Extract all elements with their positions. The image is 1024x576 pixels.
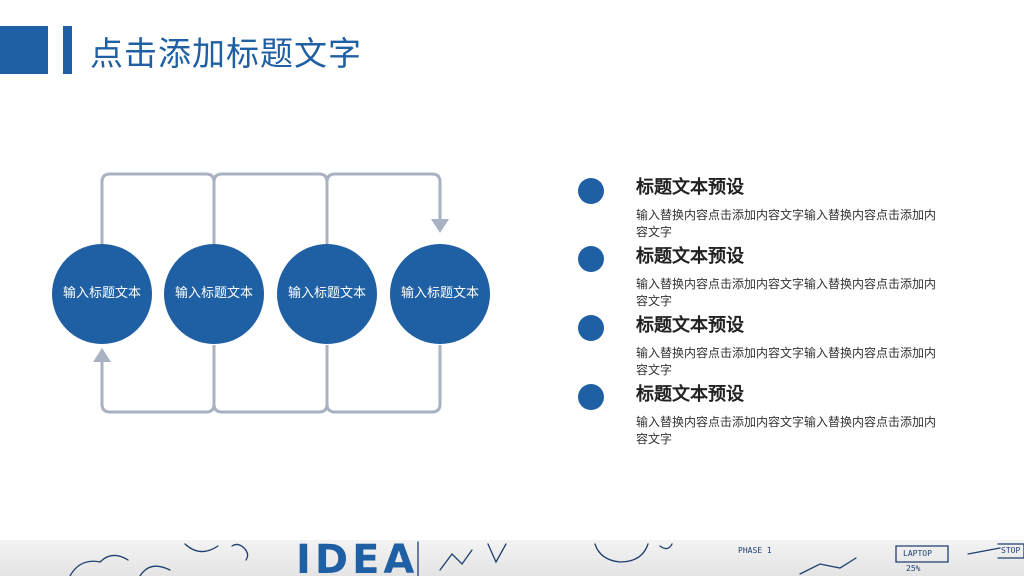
item-title-1[interactable]: 标题文本预设 [636, 177, 744, 197]
item-desc-4[interactable]: 输入替换内容点击添加内容文字输入替换内容点击添加内容文字 [636, 415, 937, 446]
footer-stop-text: STOP [1001, 546, 1021, 555]
item-title-4[interactable]: 标题文本预设 [636, 384, 744, 404]
connector-top-1 [100, 172, 216, 245]
node-circle-4 [390, 244, 490, 344]
page-title[interactable]: 点击添加标题文字 [90, 35, 362, 72]
node-label-1[interactable]: 输入标题文本 [62, 285, 141, 300]
footer-doodle-strip: IDEA PHASE 1 LAPTOP 25% STOP [0, 540, 1024, 576]
connector-bottom-3 [325, 345, 442, 414]
arrow-down-icon [431, 219, 449, 233]
item-bullet-3 [578, 315, 604, 341]
node-circle-1 [52, 244, 152, 344]
item-desc-3[interactable]: 输入替换内容点击添加内容文字输入替换内容点击添加内容文字 [636, 346, 937, 377]
doodle-sketch-icon [69, 541, 1024, 576]
node-label-2[interactable]: 输入标题文本 [174, 285, 253, 300]
footer-percent-text: 25% [906, 564, 921, 573]
node-circle-3 [277, 244, 377, 344]
connector-top-3 [325, 172, 442, 245]
item-desc-2[interactable]: 输入替换内容点击添加内容文字输入替换内容点击添加内容文字 [636, 277, 937, 308]
item-bullet-4 [578, 384, 604, 410]
header-accent-bar [63, 26, 72, 74]
footer-idea-word: IDEA [296, 540, 419, 576]
header-accent-block [0, 26, 48, 74]
connector-top-2 [212, 172, 329, 245]
connector-bottom-1 [100, 345, 216, 414]
node-label-4[interactable]: 输入标题文本 [400, 285, 479, 300]
item-title-3[interactable]: 标题文本预设 [636, 315, 744, 335]
node-circle-2 [164, 244, 264, 344]
item-title-2[interactable]: 标题文本预设 [636, 246, 744, 266]
item-bullet-2 [578, 246, 604, 272]
footer-laptop-text: LAPTOP [903, 549, 932, 558]
connector-bottom-2 [212, 345, 329, 414]
item-desc-1[interactable]: 输入替换内容点击添加内容文字输入替换内容点击添加内容文字 [636, 208, 937, 239]
footer-phase-text: PHASE 1 [738, 546, 772, 555]
node-label-3[interactable]: 输入标题文本 [287, 285, 366, 300]
arrow-up-icon [93, 348, 111, 362]
item-bullet-1 [578, 178, 604, 204]
